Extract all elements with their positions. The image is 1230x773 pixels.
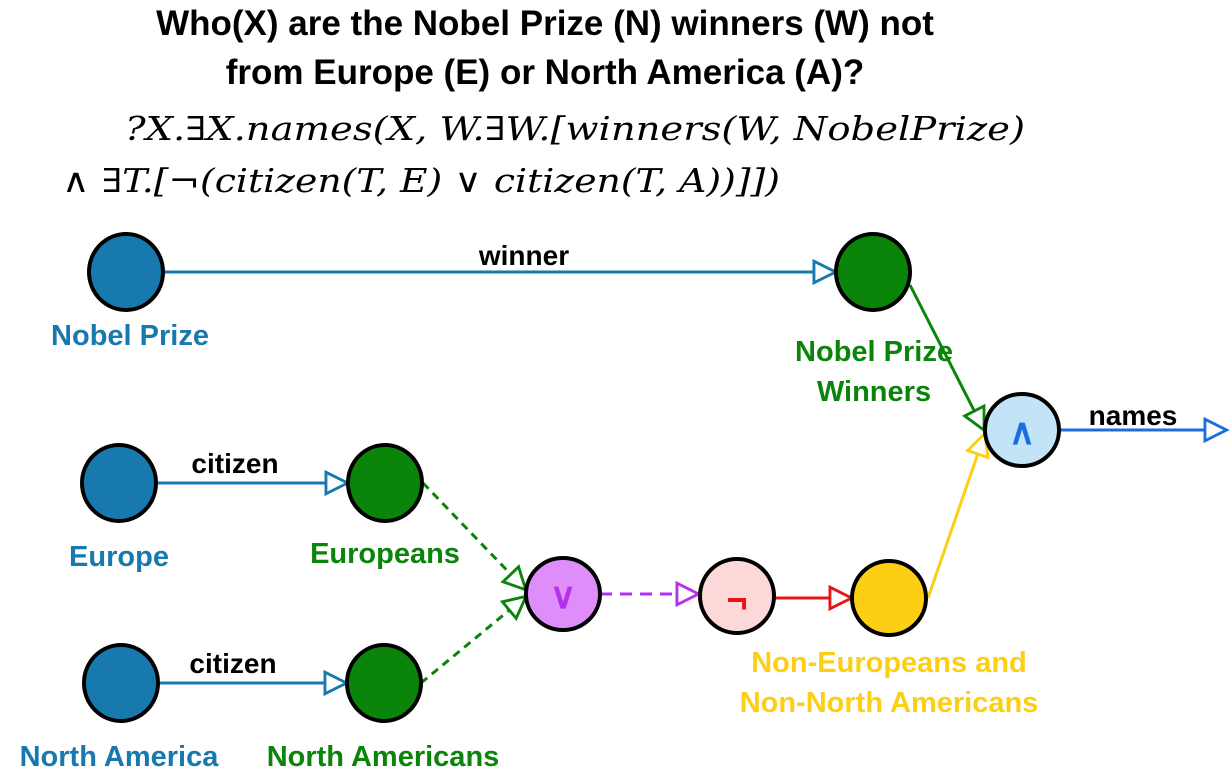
node-or — [524, 556, 602, 632]
or-symbol: ∨ — [550, 575, 576, 616]
label-winners-line-1: Nobel Prize — [795, 336, 953, 368]
title-line-2: from Europe (E) or North America (A)? — [226, 53, 864, 92]
node-and — [983, 392, 1061, 468]
label-non-line-1: Non-Europeans and — [751, 647, 1027, 679]
label-non-line-2: Non-North Americans — [740, 687, 1039, 719]
node-not — [698, 557, 776, 635]
edge-winners-to-and — [908, 284, 986, 434]
edge-europeans-to-or — [421, 481, 528, 593]
edge-label-citizen-europe: citizen — [191, 448, 278, 479]
not-symbol: ¬ — [726, 579, 747, 620]
node-europe — [80, 443, 158, 523]
label-europe: Europe — [69, 541, 169, 573]
edge-label-winner: winner — [478, 240, 569, 271]
label-north-americans: North Americans — [267, 741, 500, 773]
title-line-1: Who(X) are the Nobel Prize (N) winners (… — [156, 4, 934, 43]
label-north-america: North America — [20, 741, 220, 773]
edge-label-citizen-north-america: citizen — [189, 648, 276, 679]
label-europeans: Europeans — [310, 538, 460, 570]
formula-line-1: ?X.∃X.names(X, W.∃W.[winners(W, NobelPri… — [125, 109, 1025, 148]
edge-label-names: names — [1089, 400, 1178, 431]
node-north-america — [82, 643, 160, 723]
edge-north-americans-to-or — [420, 594, 529, 685]
node-europeans — [346, 443, 424, 523]
edge-result-to-and — [926, 430, 990, 599]
node-north-americans — [345, 643, 423, 723]
label-winners-line-2: Winners — [817, 376, 931, 408]
node-nobel-prize — [87, 232, 165, 312]
and-symbol: ∧ — [1009, 411, 1035, 452]
formula-line-2: ∧ ∃T.[¬(citizen(T, E) ∨ citizen(T, A))]]… — [62, 161, 780, 200]
node-non-europeans-non-north-americans — [850, 559, 928, 637]
node-nobel-prize-winners — [834, 232, 912, 312]
label-nobel-prize: Nobel Prize — [51, 320, 209, 352]
